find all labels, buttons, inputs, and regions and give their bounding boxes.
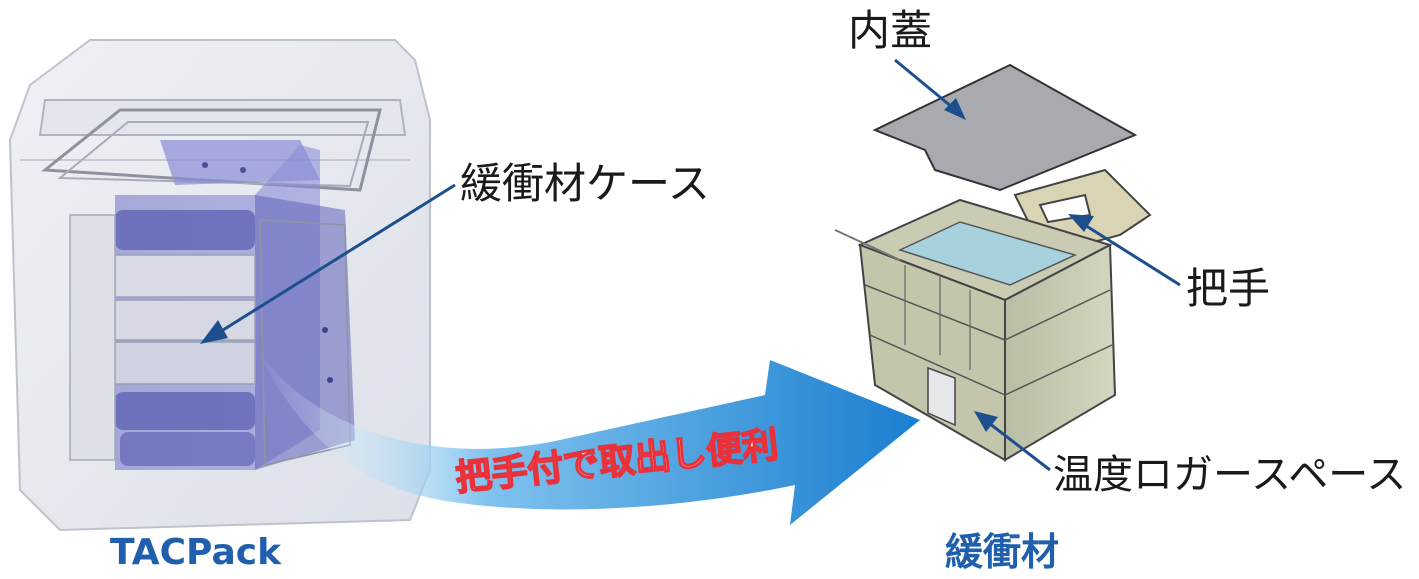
label-inner-lid: 内蓋 bbox=[848, 6, 933, 55]
label-cushion-case: 緩衝材ケース bbox=[460, 159, 710, 208]
transfer-arrow bbox=[255, 345, 920, 525]
pointer-logger-space bbox=[974, 411, 1051, 472]
label-handle: 把手 bbox=[1186, 264, 1271, 313]
label-logger-space: 温度ロガースペース bbox=[1053, 452, 1407, 498]
tacpack-illustration bbox=[8, 39, 431, 532]
caption-tacpack: TACPack bbox=[110, 532, 282, 573]
cushion-illustration bbox=[834, 63, 1152, 462]
pointer-inner-lid bbox=[894, 58, 966, 120]
pointer-handle bbox=[1068, 214, 1181, 287]
pointer-cushion-case bbox=[200, 183, 456, 344]
caption-cushion: 緩衝材 bbox=[945, 530, 1060, 574]
